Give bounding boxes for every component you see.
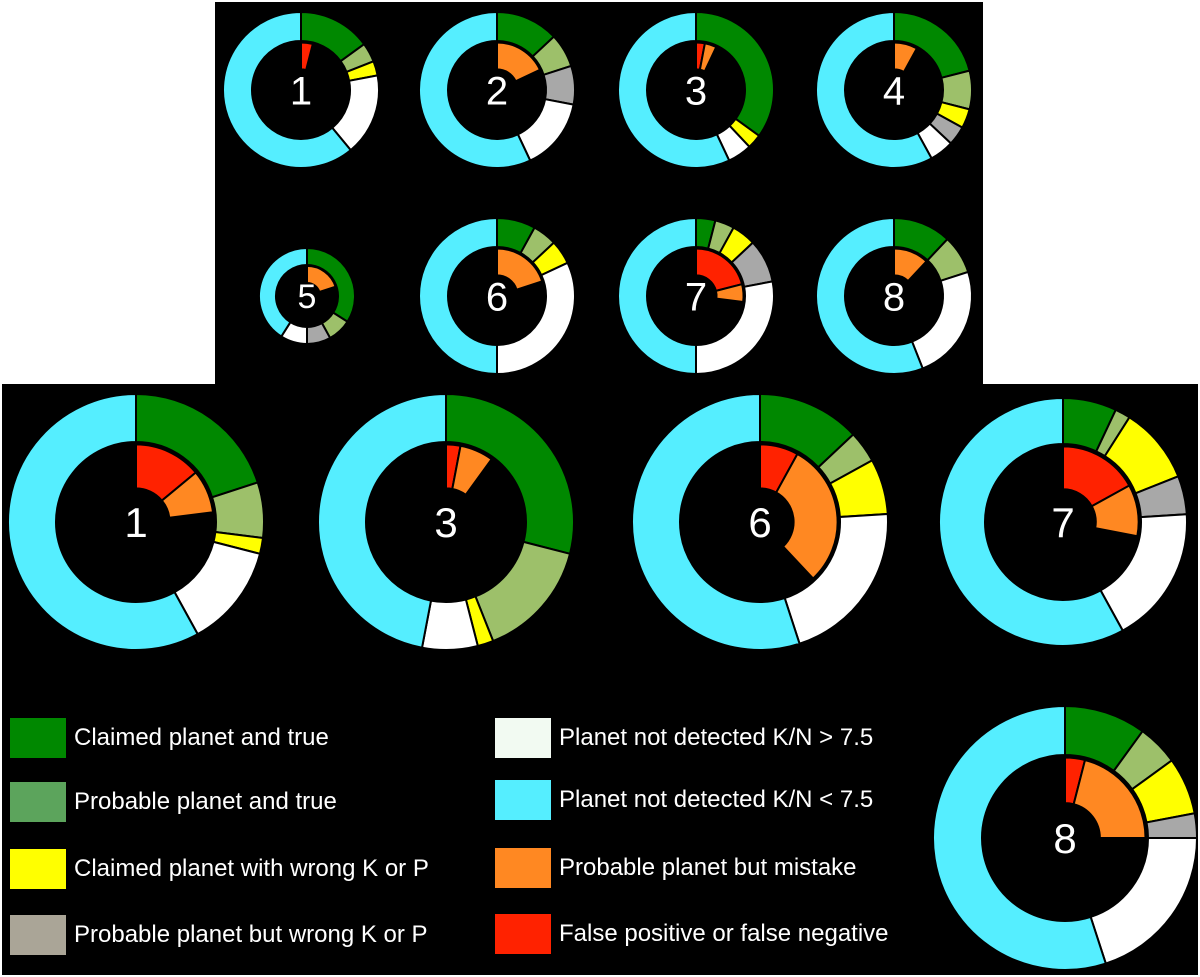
donut-label: 5 bbox=[298, 278, 317, 316]
donut-label: 1 bbox=[290, 69, 312, 113]
legend-label-probable-wrong: Probable planet but wrong K or P bbox=[74, 921, 428, 948]
ring-segment-not-detected-low bbox=[815, 10, 933, 169]
ring-segment-not-detected-low bbox=[258, 246, 308, 338]
donut-label: 6 bbox=[486, 275, 508, 319]
donut-chart-bottom-1: 1 bbox=[7, 392, 265, 651]
inner-segment-probable-mistake bbox=[1090, 484, 1140, 538]
legend-swatch-claimed-wrong bbox=[10, 849, 66, 889]
ring-segment-not-detected-high bbox=[496, 261, 576, 376]
legend-label-claimed-wrong: Claimed planet with wrong K or P bbox=[74, 855, 429, 882]
inner-segment-probable-mistake bbox=[451, 444, 494, 497]
inner-segment-probable-mistake bbox=[160, 471, 215, 519]
ring-segment-claimed-true bbox=[695, 10, 775, 138]
ring-segment-not-detected-low bbox=[418, 216, 498, 376]
donut-label: 6 bbox=[748, 499, 771, 546]
donut-chart-top-4: 4 bbox=[815, 10, 973, 169]
legend-swatch-claimed-true bbox=[10, 718, 66, 758]
donut-label: 7 bbox=[1051, 499, 1074, 546]
legend-swatch-not-detected-low bbox=[495, 780, 551, 820]
inner-segment-probable-mistake bbox=[893, 247, 928, 283]
ring-segment-not-detected-low bbox=[7, 392, 200, 651]
inner-segment-probable-mistake bbox=[714, 282, 745, 304]
donut-chart-top-3: 3 bbox=[617, 10, 775, 169]
ring-segment-claimed-true bbox=[445, 392, 575, 556]
donut-label: 8 bbox=[1053, 815, 1076, 862]
ring-segment-not-detected-low bbox=[617, 10, 731, 169]
legend-label-probable-mistake: Probable planet but mistake bbox=[559, 854, 857, 881]
legend-swatch-probable-true bbox=[10, 782, 66, 822]
donut-chart-top-8: 8 bbox=[815, 216, 973, 375]
legend-swatch-probable-wrong bbox=[10, 915, 66, 955]
inner-segment-false-positive bbox=[300, 41, 315, 72]
ring-segment-not-detected-low bbox=[631, 392, 801, 651]
legend-label-claimed-true: Claimed planet and true bbox=[74, 724, 329, 751]
inner-segment-probable-mistake bbox=[893, 41, 919, 74]
inner-segment-probable-mistake bbox=[698, 42, 718, 73]
inner-segment-probable-mistake bbox=[496, 247, 544, 291]
donut-label: 7 bbox=[685, 275, 707, 319]
donut-chart-bottom-3: 3 bbox=[317, 392, 575, 651]
legend-label-false-positive: False positive or false negative bbox=[559, 920, 889, 947]
donut-chart-top-7: 7 bbox=[617, 216, 775, 376]
donut-label: 3 bbox=[434, 499, 457, 546]
legend-swatch-probable-mistake bbox=[495, 848, 551, 888]
ring-segment-not-detected-low bbox=[222, 10, 353, 169]
legend-label-not-detected-low: Planet not detected K/N < 7.5 bbox=[559, 786, 874, 813]
donut-label: 2 bbox=[486, 69, 508, 113]
ring-segment-not-detected-low bbox=[317, 392, 447, 649]
ring-segment-not-detected-low bbox=[617, 216, 697, 376]
donut-label: 4 bbox=[883, 69, 905, 113]
donut-label: 1 bbox=[124, 499, 147, 546]
inner-segment-probable-mistake bbox=[306, 264, 337, 294]
legend-label-probable-true: Probable planet and true bbox=[74, 788, 337, 815]
inner-segment-probable-mistake bbox=[1072, 758, 1147, 839]
ring-segment-not-detected-low bbox=[932, 704, 1108, 971]
ring-segment-not-detected-low bbox=[815, 216, 925, 375]
donut-chart-top-2: 2 bbox=[418, 10, 576, 169]
inner-segment-probable-mistake bbox=[774, 452, 839, 580]
ring-segment-not-detected-low bbox=[938, 396, 1125, 647]
legend-swatch-false-positive bbox=[495, 914, 551, 954]
legend-swatch-not-detected-high bbox=[495, 718, 551, 758]
ring-segment-not-detected-low bbox=[418, 10, 532, 169]
donut-chart-top-1: 1 bbox=[222, 10, 380, 169]
legend-label-not-detected-high: Planet not detected K/N > 7.5 bbox=[559, 724, 874, 751]
donut-label: 8 bbox=[883, 275, 905, 319]
inner-segment-probable-mistake bbox=[496, 41, 542, 83]
donut-chart-bottom-7: 7 bbox=[938, 396, 1189, 647]
donut-chart-top-5: 5 bbox=[258, 246, 356, 346]
donut-chart-bottom-8: 8 bbox=[932, 704, 1199, 971]
donut-chart-top-6: 6 bbox=[418, 216, 576, 376]
donut-chart-bottom-6: 6 bbox=[631, 392, 889, 651]
donut-label: 3 bbox=[685, 69, 707, 113]
